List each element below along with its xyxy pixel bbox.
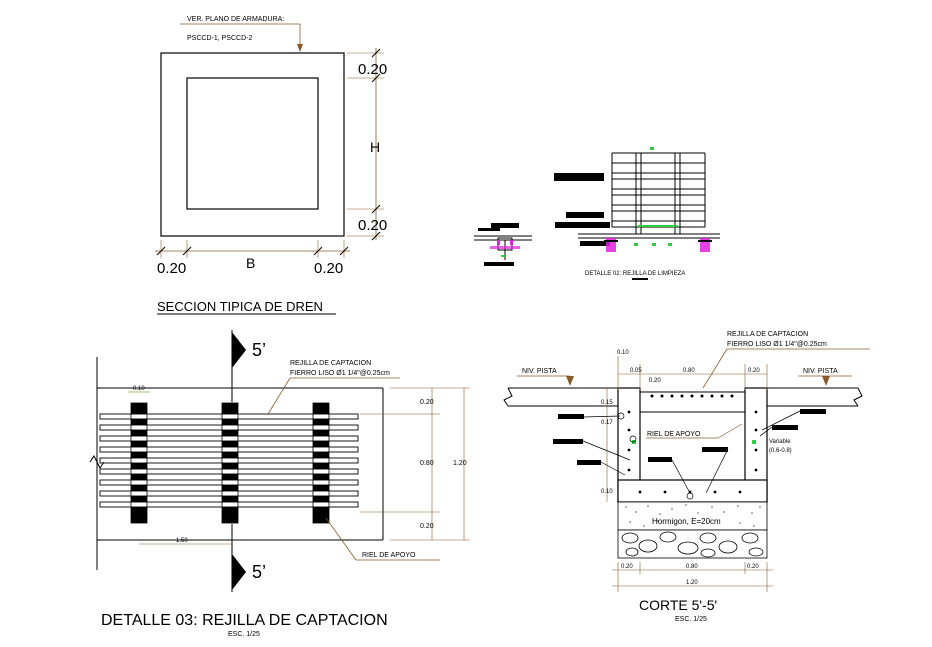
variable-range-label: (0.6-0.8) [769,448,792,454]
rail-label: RIEL DE APOYO [362,552,416,559]
dim-bottom-label: 0.20 [358,217,387,234]
corte-dim-left-015: 0.15 [601,400,613,406]
grate-label-2: FIERRO LISO Ø1 1/4"@0.25cm [290,370,390,377]
outer-square [160,52,345,237]
corte-dim-left-010: 0.10 [601,489,613,495]
rebar-dots [627,410,758,494]
note-leader [180,23,301,50]
section-marker-top [232,332,246,368]
dim-bottom: 1.50 [176,538,188,544]
section-title: SECCION TIPICA DE DREN [157,299,323,314]
detail-03-capture-grate: 5’ 5’ 0.10 REJILLA DE CAPTACION FIERRO L… [89,330,470,638]
dim-right-mid: 0.80 [420,460,434,467]
corte-dim-top-80: 0.80 [683,368,695,374]
capture-grate-bars [99,413,359,508]
dim-right-top: 0.20 [420,399,434,406]
corte-dim-top-20: 0.20 [649,378,661,384]
corte-grate-label-2: FIERRO LISO Ø1 1/4"@0.25cm [727,341,827,348]
support-rails [130,402,330,524]
corte-rail-label: RIEL DE APOYO [647,431,701,438]
inner-square [186,77,319,210]
dim-b-label: B [246,255,255,271]
dim-h-label: H [370,139,380,155]
section-marker-bottom [232,554,246,590]
corte-dim-bottom-total: 1.20 [686,580,698,586]
corte-dim-bottom-20a: 0.20 [621,564,633,570]
grate-bar-dots [650,394,734,398]
corte-dim-top-10: 0.10 [617,350,629,356]
corte-dim-top-05: 0.05 [630,368,642,374]
dim-left-label: 0.20 [157,260,186,277]
variable-label: Variable [769,439,791,445]
corte-dim-bottom-20b: 0.20 [747,564,759,570]
dim-total: 1.20 [453,460,467,467]
dim-top-label: 0.20 [358,61,387,78]
note-line-2: PSCCD-1, PSCCD-2 [187,35,252,42]
grate-label-1: REJILLA DE CAPTACION [290,360,371,367]
corte-grate-label-1: REJILLA DE CAPTACION [727,331,808,338]
section-typical-drain: VER. PLANO DE ARMADURA: PSCCD-1, PSCCD-2… [155,16,387,315]
niv-pista-right: NIV. PISTA [803,368,838,375]
corte-scale: ESC. 1/25 [675,616,707,623]
section-mark-top-label: 5’ [252,340,266,360]
note-line-1: VER. PLANO DE ARMADURA: [187,16,284,23]
concrete-label: Hormigon, E=20cm [652,517,721,526]
section-cut-5-5: Hormigon, E=20cm REJILLA DE CAPTACION FI… [503,331,870,623]
niv-pista-left: NIV. PISTA [522,368,557,375]
detail-02-cleaning-grate: DETALLE 02: REJILLA DE LIMPIEZA [474,147,720,280]
section-mark-bottom-label: 5’ [252,562,266,582]
detail-03-scale: ESC. 1/25 [228,631,260,638]
corte-dim-bottom-80: 0.80 [686,564,698,570]
corte-dim-left-017: 0.17 [601,420,613,426]
cleaning-grate-bars [611,152,706,235]
note-arrowhead [297,44,303,52]
detail-02-title: DETALLE 02: REJILLA DE LIMPIEZA [585,271,685,277]
detail-03-title: DETALLE 03: REJILLA DE CAPTACION [101,612,388,629]
corte-dim-top-20b: 0.20 [748,368,760,374]
dim-right-bottom: 0.20 [420,523,434,530]
dim-spacing-top: 0.10 [133,386,145,392]
dim-right-label: 0.20 [314,260,343,277]
corte-title: CORTE 5'-5' [639,597,717,613]
